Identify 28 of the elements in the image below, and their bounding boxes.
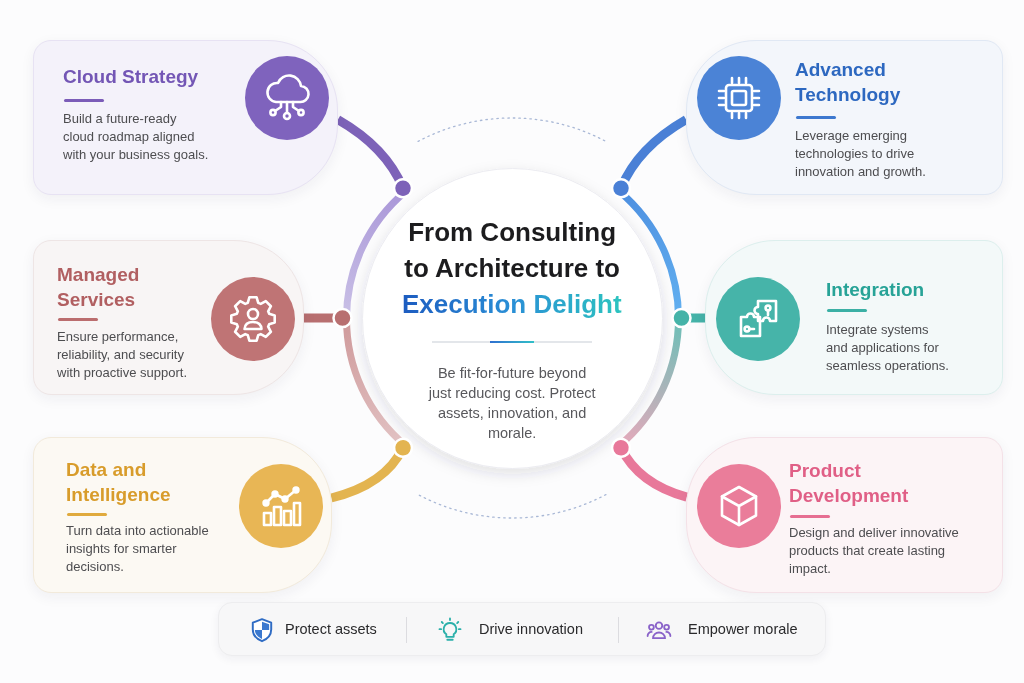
- card-description: Design and deliver innovative products that create lasting impact.: [789, 524, 960, 578]
- heading: From Consulting to Architecture to: [403, 216, 621, 285]
- card-description: Turn data into actionable insights for smarter decisions.: [66, 522, 210, 576]
- service-card: [33, 437, 332, 593]
- connector-line: [610, 115, 689, 199]
- service-card: [686, 437, 1003, 593]
- connector-line: [610, 437, 689, 502]
- card-title: Integration: [826, 278, 926, 302]
- connector-line: [335, 115, 414, 199]
- card-title: Product Development: [789, 459, 910, 508]
- card-description: Integrate systems and applications for seamless operations.: [826, 321, 950, 375]
- description: Be fit-for-future beyond just reducing cost. Protect assets, innovation, and morale.: [427, 364, 597, 443]
- card-title: Data and Intelligence: [66, 458, 172, 507]
- card-description: Ensure performance, reliability, and security with proactive support.: [57, 328, 189, 382]
- card-description: Leverage emerging technologies to drive innovation and growth.: [795, 127, 927, 181]
- card-description: Build a future-ready cloud roadmap aligned with your business goals.: [63, 110, 210, 164]
- card-title: Managed Services: [57, 263, 141, 312]
- connector-line: [330, 437, 414, 503]
- connector-line: [671, 307, 706, 329]
- service-card: [33, 40, 338, 195]
- service-card: [705, 240, 1003, 395]
- service-card: [33, 240, 304, 395]
- feature-label: Drive innovation: [479, 620, 583, 639]
- card-title: Cloud Strategy: [63, 65, 200, 89]
- card-title: Advanced Technology: [795, 58, 902, 107]
- feature-label: Protect assets: [285, 620, 377, 639]
- service-card: [686, 40, 1003, 195]
- feature-label: Empower morale: [688, 620, 798, 639]
